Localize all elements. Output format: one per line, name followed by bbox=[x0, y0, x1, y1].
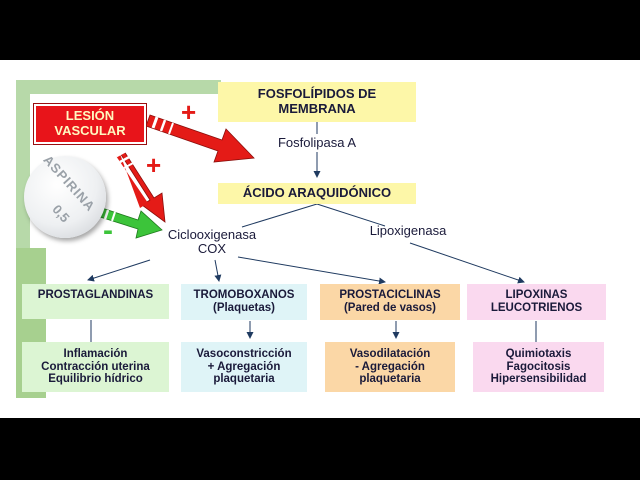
decor-bar-top bbox=[16, 80, 221, 94]
prostaglandinas-line1: PROSTAGLANDINAS bbox=[37, 289, 154, 301]
prostaciclinas-line2: (Pared de vasos) bbox=[343, 302, 437, 314]
prostaglandinas-box: PROSTAGLANDINAS bbox=[22, 284, 169, 319]
lipoxigenasa-label: Lipoxigenasa bbox=[369, 223, 447, 238]
lipoxinas-effects-box: Quimiotaxis Fagocitosis Hipersensibilida… bbox=[473, 342, 604, 392]
tromboxanos-box: TROMOBOXANOS (Plaquetas) bbox=[181, 284, 307, 320]
ciclooxigenasa-line1: Ciclooxigenasa bbox=[167, 227, 257, 242]
fosfolipidos-line2: MEMBRANA bbox=[278, 101, 356, 116]
lipoxinas-line2: LEUCOTRIENOS bbox=[490, 302, 583, 314]
minus-sign: - bbox=[103, 214, 113, 247]
effect-equilibrio-hidrico: Equilibrio hídrico bbox=[48, 373, 143, 386]
effect-hipersensibilidad: Hipersensibilidad bbox=[490, 373, 587, 386]
ciclooxigenasa-label: Ciclooxigenasa COX bbox=[156, 227, 268, 257]
slide: ASPIRINA 0,5 + + - FOSFOLÍPIDOS DE MEMBR… bbox=[0, 60, 640, 418]
connector-acido-cox bbox=[241, 203, 318, 228]
aspirin-pill-image: ASPIRINA 0,5 bbox=[24, 152, 106, 238]
connector-acido-lipo bbox=[316, 203, 386, 227]
effect-agregacion-plus: + Agregación bbox=[207, 360, 281, 373]
green-arrow-aspirin-cox bbox=[99, 207, 163, 239]
red-arrow-lesion-fosfolipasa bbox=[145, 114, 255, 163]
prostaciclinas-box: PROSTACICLINAS (Pared de vasos) bbox=[320, 284, 460, 320]
lesion-line1: LESIÓN bbox=[65, 108, 115, 124]
aspirin-dose-text: 0,5 bbox=[49, 201, 73, 226]
effect-quimiotaxis: Quimiotaxis bbox=[505, 347, 572, 360]
plus-sign-middle: + bbox=[146, 150, 162, 180]
connector-layer bbox=[87, 114, 537, 392]
effect-plaquetaria-1: plaquetaria bbox=[213, 373, 275, 386]
lipoxinas-box: LIPOXINAS LEUCOTRIENOS bbox=[467, 284, 606, 320]
acido-araquidonico-box: ÁCIDO ARAQUIDÓNICO bbox=[218, 183, 416, 204]
fosfolipidos-line1: FOSFOLÍPIDOS DE bbox=[257, 86, 377, 102]
tromboxanos-line1: TROMOBOXANOS bbox=[193, 289, 295, 302]
connector-cox-prostaciclinas bbox=[237, 256, 386, 285]
tromboxanos-line2: (Plaquetas) bbox=[212, 302, 275, 314]
prostaglandinas-effects-box: Inflamación Contracción uterina Equilibr… bbox=[22, 342, 169, 392]
lesion-vascular-box: LESIÓN VASCULAR bbox=[34, 104, 146, 144]
plus-sign-top: + bbox=[181, 97, 197, 127]
effect-vasoconstriccion: Vasoconstricción bbox=[196, 347, 292, 360]
prostaciclinas-line1: PROSTACICLINAS bbox=[339, 289, 441, 302]
effect-fagocitosis: Fagocitosis bbox=[506, 360, 571, 373]
effect-contraccion-uterina: Contracción uterina bbox=[41, 360, 150, 373]
prostaciclinas-effects-box: Vasodilatación - Agregación plaquetaria bbox=[325, 342, 455, 392]
effect-plaquetaria-2: plaquetaria bbox=[359, 373, 421, 386]
lesion-line2: VASCULAR bbox=[54, 123, 126, 138]
fosfolipidos-box: FOSFOLÍPIDOS DE MEMBRANA bbox=[218, 82, 416, 122]
connector-lipo-lipoxinas bbox=[409, 242, 525, 284]
lipoxinas-line1: LIPOXINAS bbox=[505, 289, 568, 302]
aspirin-brand-text: ASPIRINA bbox=[40, 152, 99, 215]
red-arrow-lesion-cox bbox=[115, 148, 166, 223]
fosfolipasa-label: Fosfolipasa A bbox=[277, 135, 357, 150]
effect-agregacion-minus: - Agregación bbox=[355, 360, 425, 373]
ciclooxigenasa-line2: COX bbox=[197, 241, 227, 257]
connector-cox-tromboxanos bbox=[214, 259, 222, 282]
effect-inflamacion: Inflamación bbox=[63, 347, 128, 360]
connector-cox-prostaglandinas bbox=[87, 259, 151, 282]
tromboxanos-effects-box: Vasoconstricción + Agregación plaquetari… bbox=[181, 342, 307, 392]
effect-vasodilatacion: Vasodilatación bbox=[349, 347, 431, 360]
